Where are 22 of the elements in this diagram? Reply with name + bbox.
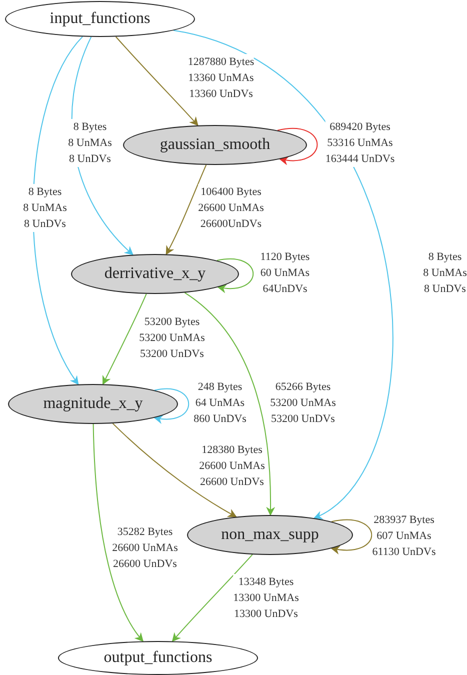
node-label: magnitude_x_y bbox=[43, 395, 143, 413]
arrow bbox=[172, 554, 253, 642]
arrow bbox=[184, 292, 275, 516]
node-label: output_functions bbox=[104, 649, 212, 667]
node-label: non_max_supp bbox=[221, 526, 319, 544]
arrow bbox=[115, 36, 198, 126]
edge-label: 8 Bytes 8 UnMAs 8 UnDVs bbox=[68, 119, 112, 167]
arrow bbox=[92, 424, 144, 642]
arrow bbox=[277, 128, 318, 165]
arrow bbox=[166, 164, 207, 255]
node-label: gaussian_smooth bbox=[160, 136, 270, 154]
node-label: derrivative_x_y bbox=[104, 265, 206, 283]
edge-label: 8 Bytes 8 UnMAs 8 UnDVs bbox=[23, 184, 67, 232]
arrow bbox=[330, 519, 372, 554]
node-label: input_functions bbox=[50, 10, 150, 28]
arrow bbox=[112, 422, 237, 518]
arrow bbox=[216, 258, 254, 293]
arrow bbox=[173, 30, 394, 519]
arrow bbox=[154, 388, 190, 424]
edge-label: 689420 Bytes 53316 UnMAs 163444 UnDVs bbox=[325, 119, 395, 167]
ellipse-node bbox=[123, 125, 307, 165]
arrow bbox=[102, 293, 147, 385]
